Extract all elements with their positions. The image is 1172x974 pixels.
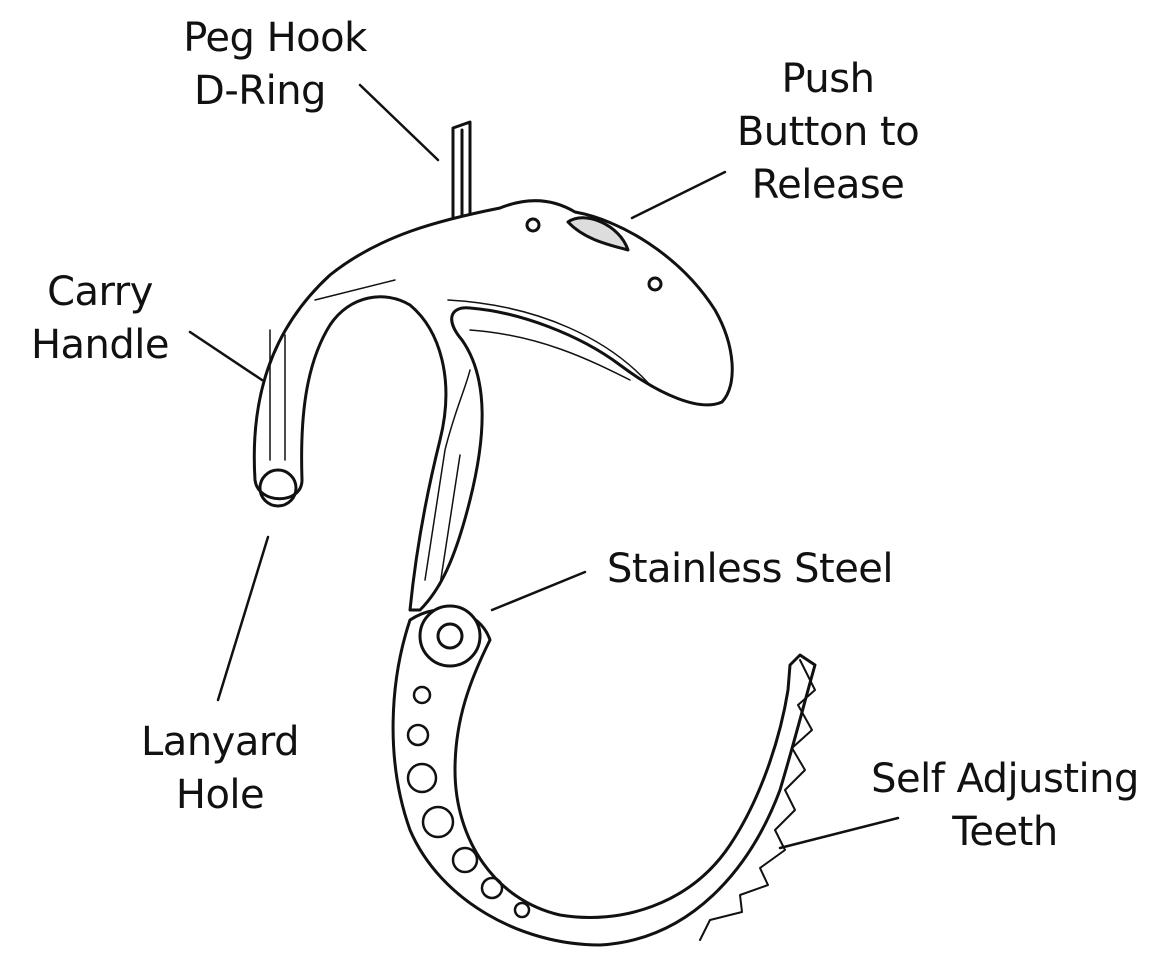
- label-carry-handle: Carry Handle: [0, 266, 200, 372]
- label-line: Handle: [30, 322, 170, 368]
- push-button: [566, 216, 630, 252]
- lanyard-hole: [258, 468, 298, 508]
- handle-ribs: [269, 279, 651, 586]
- label-line: Stainless Steel: [606, 546, 894, 592]
- jaw-holes: [406, 685, 531, 919]
- label-line: Lanyard: [141, 719, 299, 765]
- label-line: Button to: [736, 109, 920, 155]
- teeth: [699, 659, 816, 941]
- label-line: Carry: [47, 269, 153, 315]
- label-stainless-steel: Stainless Steel: [590, 543, 910, 596]
- label-line: Push: [781, 56, 875, 102]
- d-ring: [451, 120, 472, 227]
- label-line: Self Adjusting: [871, 756, 1139, 802]
- label-line: Hole: [175, 772, 265, 818]
- label-line: Teeth: [952, 809, 1058, 855]
- label-peg-hook: Peg Hook D-Ring: [165, 12, 385, 118]
- label-teeth: Self Adjusting Teeth: [850, 753, 1160, 859]
- leader-lines: [188, 83, 900, 850]
- label-lanyard-hole: Lanyard Hole: [110, 716, 330, 822]
- label-line: Peg Hook: [183, 15, 367, 61]
- label-line: Release: [751, 162, 905, 208]
- pivot: [418, 604, 482, 668]
- upper-body: [252, 199, 734, 612]
- label-line: D-Ring: [194, 68, 326, 114]
- label-push-button: Push Button to Release: [718, 53, 938, 212]
